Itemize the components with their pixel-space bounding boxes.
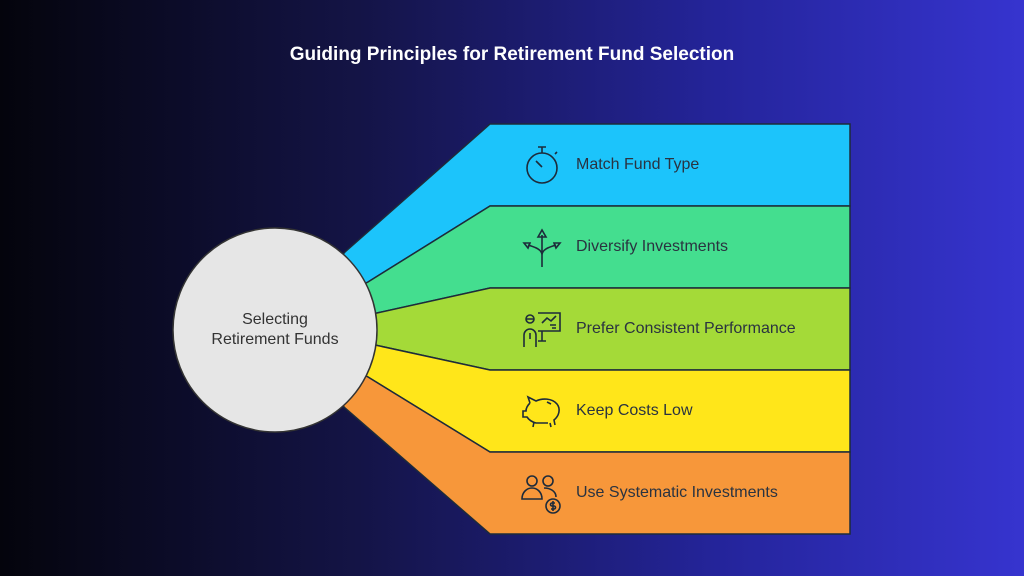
diverging-arrows-icon <box>522 228 562 267</box>
item-label-match-fund-type: Match Fund Type <box>576 156 700 173</box>
center-line-2: Retirement Funds <box>211 331 339 348</box>
presenter-chart-icon <box>523 312 561 347</box>
diagram-title: Guiding Principles for Retirement Fund S… <box>289 44 735 65</box>
stopwatch-icon <box>526 146 558 184</box>
piggy-bank-icon <box>522 395 560 428</box>
people-dollar-icon <box>521 475 561 514</box>
item-label-keep-costs-low: Keep Costs Low <box>576 402 693 419</box>
center-line-1: Selecting <box>242 311 308 328</box>
center-circle <box>172 227 378 433</box>
item-label-systematic-investments: Use Systematic Investments <box>576 484 778 501</box>
item-label-consistent-performance: Prefer Consistent Performance <box>576 320 796 337</box>
item-label-diversify-investments: Diversify Investments <box>576 238 729 255</box>
